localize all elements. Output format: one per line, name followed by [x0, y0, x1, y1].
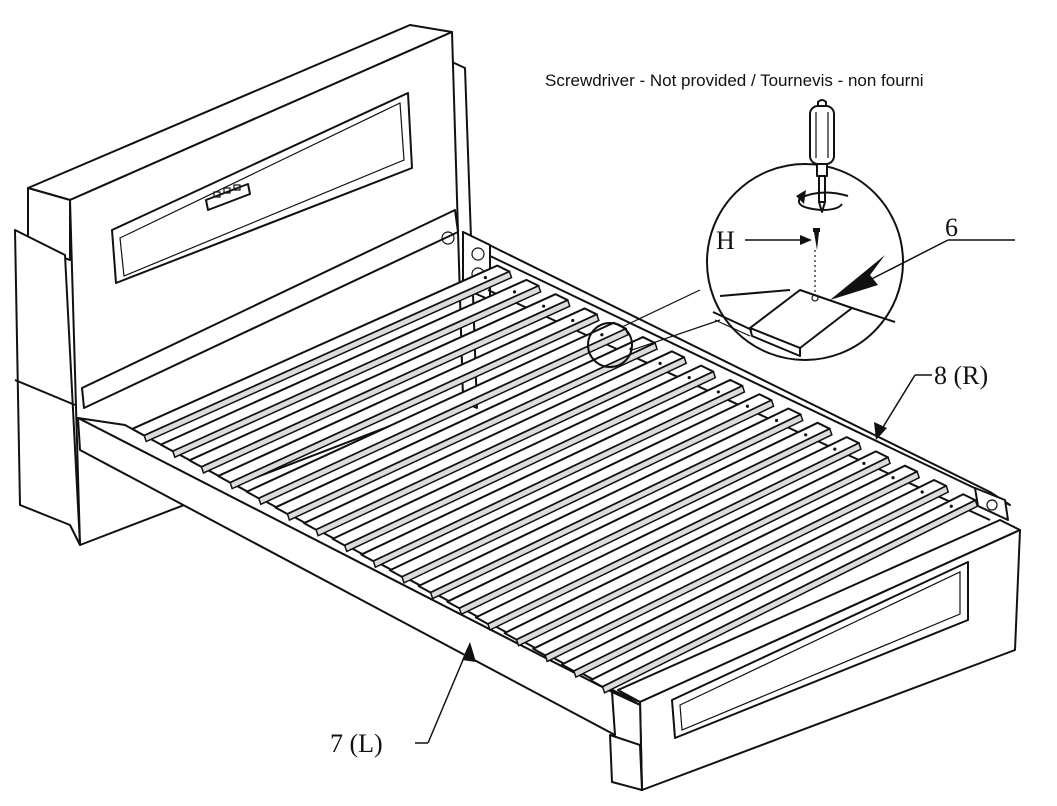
slat-edge — [143, 270, 513, 443]
right-rail-pointer — [874, 374, 932, 440]
slat-label: 6 — [945, 213, 958, 242]
slat-screw-hole — [745, 404, 750, 408]
slat-screw-hole — [891, 476, 895, 480]
slat-screw-hole — [862, 461, 866, 465]
slat-edge — [429, 413, 804, 600]
slat-edge — [200, 299, 571, 474]
rotation-arrow-icon — [796, 190, 849, 211]
slat-edge — [229, 313, 600, 490]
slat-edge — [343, 370, 717, 553]
control-module — [205, 183, 251, 211]
left-side-rail — [77, 417, 643, 791]
slat-screw-hole — [804, 433, 808, 437]
slat-edge — [544, 470, 921, 663]
slat-screw-hole — [600, 333, 604, 337]
slat-screw-hole — [658, 361, 662, 365]
slat-edge — [286, 342, 659, 522]
slat-edge — [372, 384, 746, 569]
detail-callout — [587, 163, 904, 368]
slat-edge — [257, 327, 629, 506]
slats — [131, 264, 979, 694]
slat-edge — [515, 456, 891, 647]
slat-screw-hole — [774, 418, 779, 423]
slat-screw-hole — [716, 390, 720, 394]
slat-pointer — [830, 239, 1015, 300]
slat-screw-hole — [833, 447, 837, 451]
slat-edge — [171, 284, 542, 459]
slat-screw-hole — [483, 275, 487, 280]
slat-edge — [487, 442, 862, 632]
slat-edge — [401, 399, 775, 584]
slat-edge — [572, 484, 950, 679]
slat-screw-hole — [512, 290, 517, 294]
tool-note: Screwdriver - Not provided / Tournevis -… — [545, 71, 924, 90]
left-rail-label: 7 (L) — [330, 729, 383, 758]
slat-edge — [315, 356, 688, 537]
slat-edge — [458, 427, 833, 616]
screw-icon — [745, 228, 820, 250]
right-rail-label: 8 (R) — [934, 361, 988, 390]
slat-screw-hole — [687, 376, 691, 380]
screwdriver-icon — [809, 99, 835, 213]
slat-screw-hole — [949, 504, 953, 508]
slat-screw-hole — [920, 490, 924, 494]
slat-screw-hole — [571, 318, 575, 323]
screw-label: H — [716, 226, 735, 255]
slat-screw-hole — [542, 304, 546, 308]
left-rail-pointer — [415, 642, 476, 744]
slat-edge — [601, 499, 979, 694]
